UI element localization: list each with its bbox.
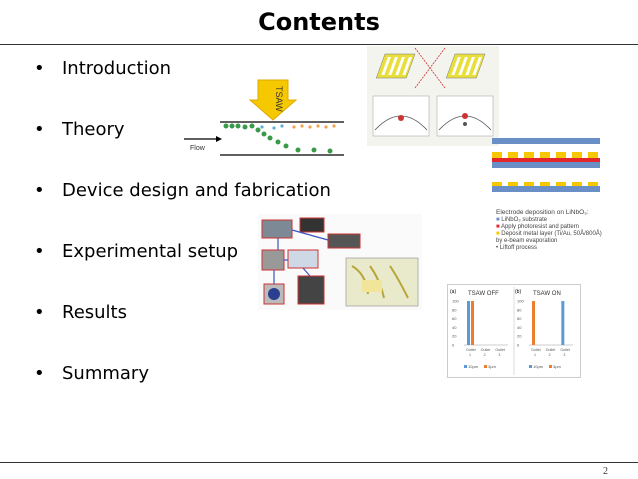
legend-label: 10μm	[533, 364, 544, 369]
list-item: • Summary	[34, 363, 331, 424]
tsaw-arrow-icon	[248, 79, 298, 121]
y-tick-label: 60	[517, 316, 522, 321]
list-item: • Experimental setup	[34, 241, 331, 302]
list-item-label: Theory	[62, 119, 125, 140]
legend-swatch	[549, 365, 552, 368]
y-tick-label: 80	[517, 307, 522, 312]
category-number: 2	[484, 353, 486, 357]
y-tick-label: 80	[452, 307, 457, 312]
legend-label: 10μm	[468, 364, 479, 369]
y-tick-label: 100	[452, 299, 459, 304]
fabrication-layers-figure	[492, 138, 600, 192]
y-tick-label: 40	[452, 325, 457, 330]
legend-item: Liftoff process	[499, 245, 538, 251]
bar	[471, 301, 474, 345]
bar	[561, 301, 565, 345]
legend-swatch	[484, 365, 487, 368]
legend-item: Deposit metal layer (Ti/Au, 50Å/800Å) by…	[496, 231, 602, 244]
category-label: Outlet	[560, 348, 570, 352]
category-label: Outlet	[546, 348, 556, 352]
bar	[467, 301, 470, 345]
legend-row: ■ Apply photoresist and pattern	[496, 224, 580, 230]
category-number: 3	[498, 353, 500, 357]
bullet-icon: •	[34, 119, 45, 140]
bullet-icon: •	[34, 180, 45, 201]
category-label: Outlet	[495, 348, 505, 352]
y-tick-label: 60	[452, 316, 457, 321]
category-number: 1	[534, 353, 536, 357]
y-tick-label: 0	[452, 343, 455, 348]
bullet-icon: •	[34, 302, 45, 323]
results-charts-svg: (a)TSAW OFF100806040200Outlet1Outlet2Out…	[450, 287, 573, 375]
legend-row: ■ LiNbO₃ substrate	[496, 217, 548, 223]
legend-label: 3μm	[553, 364, 562, 369]
bullet-icon: •	[34, 363, 45, 384]
chart-title: TSAW OFF	[468, 291, 499, 297]
legend-item: Apply photoresist and pattern	[500, 224, 580, 230]
legend-row: • Liftoff process	[496, 245, 538, 251]
particles	[223, 123, 336, 154]
chart-title: TSAW ON	[533, 291, 561, 297]
list-item: • Theory	[34, 119, 331, 180]
top-divider	[0, 44, 638, 45]
category-number: 2	[549, 353, 551, 357]
page-number: 2	[603, 466, 608, 477]
list-item-label: Device design and fabrication	[62, 180, 331, 201]
tsaw-separation-figure: TSAW Flow	[184, 79, 344, 156]
y-tick-label: 20	[452, 334, 457, 339]
category-label: Outlet	[466, 348, 476, 352]
y-tick-label: 20	[517, 334, 522, 339]
list-item-label: Experimental setup	[62, 241, 239, 262]
list-item-label: Summary	[62, 363, 149, 384]
experimental-setup-figure	[258, 214, 422, 310]
bar	[532, 301, 535, 345]
legend-swatch	[464, 365, 467, 368]
y-tick-label: 100	[517, 299, 524, 304]
panel-label: (b)	[515, 289, 521, 295]
slide-title: Contents	[258, 8, 380, 36]
bullet-icon: •	[34, 58, 45, 79]
list-item-label: Results	[62, 302, 127, 323]
contents-list: • Introduction • Theory • Device design and…	[34, 58, 331, 424]
y-tick-label: 40	[517, 325, 522, 330]
legend-row: ■ Deposit metal layer (Ti/Au, 50Å/800Å) …	[496, 231, 602, 244]
panel-label: (a)	[450, 289, 456, 295]
list-item: • Device design and fabrication	[34, 180, 331, 241]
y-tick-label: 0	[517, 343, 520, 348]
list-item: • Introduction	[34, 58, 331, 119]
category-number: 1	[469, 353, 471, 357]
flow-label: Flow	[190, 145, 206, 152]
layer-legend-title: Electrode deposition on LiNbO₃:	[496, 209, 589, 216]
bottom-divider	[0, 462, 638, 463]
legend-swatch	[529, 365, 532, 368]
list-item-label: Introduction	[62, 58, 172, 79]
bullet-icon: •	[34, 241, 45, 262]
legend-item: LiNbO₃ substrate	[501, 217, 548, 223]
legend-label: 3μm	[488, 364, 497, 369]
list-item: • Results	[34, 302, 331, 363]
category-label: Outlet	[531, 348, 541, 352]
category-label: Outlet	[481, 348, 491, 352]
tsaw-arrow-label: TSAW	[274, 86, 284, 112]
device-design-schematic	[367, 46, 499, 146]
layer-legend: Electrode deposition on LiNbO₃: ■ LiNbO₃…	[496, 209, 606, 252]
category-number: 3	[563, 353, 565, 357]
